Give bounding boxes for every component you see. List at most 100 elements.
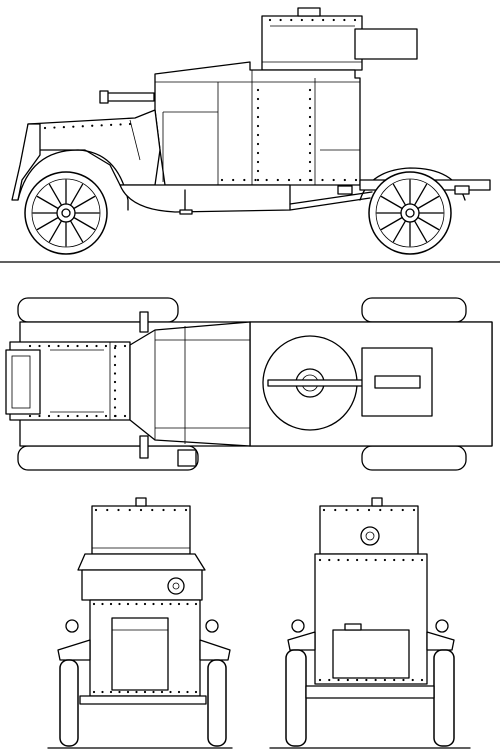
wheel-spoke bbox=[73, 216, 96, 231]
rivet bbox=[367, 508, 371, 512]
rivet bbox=[311, 18, 314, 22]
rear-left-lamp bbox=[291, 619, 305, 633]
rivet bbox=[220, 178, 224, 182]
rivet bbox=[169, 602, 172, 606]
rear-right-lamp bbox=[435, 619, 449, 633]
rivet bbox=[135, 602, 138, 606]
rivet bbox=[308, 124, 312, 128]
rivet bbox=[256, 97, 260, 101]
rivet bbox=[256, 124, 260, 128]
rivet bbox=[412, 508, 416, 512]
wheel-spoke bbox=[73, 195, 96, 210]
wheel-spoke bbox=[417, 195, 440, 210]
rivet bbox=[184, 508, 188, 512]
wheel-spoke bbox=[36, 195, 59, 210]
rivet bbox=[393, 678, 396, 682]
rivet bbox=[334, 508, 337, 512]
rivet bbox=[106, 508, 109, 512]
rivet bbox=[92, 690, 96, 694]
rivet bbox=[92, 602, 96, 606]
rivet bbox=[232, 178, 235, 182]
rivet bbox=[109, 602, 113, 606]
rivet bbox=[310, 178, 313, 182]
rivet bbox=[374, 558, 377, 562]
rivet bbox=[308, 115, 312, 119]
rivet bbox=[101, 690, 104, 694]
rivet bbox=[308, 106, 312, 110]
rivet bbox=[243, 178, 246, 182]
rear-left-wing bbox=[287, 631, 316, 651]
rivet bbox=[28, 344, 32, 348]
wheel-spoke bbox=[69, 183, 84, 206]
rivet bbox=[38, 344, 41, 348]
rivet bbox=[113, 363, 117, 367]
rivet bbox=[287, 178, 291, 182]
rivet bbox=[57, 414, 60, 418]
rivet bbox=[308, 169, 312, 173]
rear-door bbox=[332, 629, 410, 679]
rivet bbox=[28, 414, 32, 418]
radiator-top bbox=[5, 349, 41, 415]
rear-axle bbox=[305, 685, 435, 699]
rivet bbox=[365, 558, 368, 562]
rivet bbox=[332, 178, 335, 182]
running-board bbox=[119, 184, 291, 213]
turret-gun-mantlet bbox=[354, 28, 418, 60]
rivet bbox=[169, 690, 172, 694]
rivet bbox=[113, 380, 117, 384]
engine-bonnet bbox=[24, 109, 161, 186]
rivet bbox=[354, 178, 358, 182]
wheel-spoke bbox=[48, 220, 63, 243]
rivet bbox=[299, 178, 302, 182]
rivet bbox=[139, 508, 143, 512]
rivet bbox=[328, 678, 331, 682]
cab-top bbox=[129, 321, 251, 447]
rivet bbox=[53, 126, 56, 129]
rivet bbox=[411, 558, 414, 562]
rivet bbox=[128, 122, 132, 126]
rivet bbox=[126, 602, 130, 606]
left-headlamp bbox=[65, 619, 79, 633]
rivet bbox=[123, 414, 127, 418]
rivet bbox=[95, 344, 98, 348]
spare-box bbox=[177, 449, 197, 467]
front-wheel bbox=[24, 171, 108, 255]
rivet bbox=[76, 344, 79, 348]
wheel-spoke bbox=[413, 183, 428, 206]
rivet bbox=[332, 18, 335, 22]
front-bumper bbox=[79, 695, 207, 705]
rivet bbox=[308, 142, 312, 146]
rivet bbox=[101, 602, 104, 606]
right-headlamp bbox=[205, 619, 219, 633]
front-roof bbox=[77, 553, 206, 571]
rivet bbox=[420, 558, 424, 562]
rear-view bbox=[269, 497, 471, 749]
rivet bbox=[152, 690, 155, 694]
rivet bbox=[143, 602, 147, 606]
rivet bbox=[94, 508, 98, 512]
rivet bbox=[104, 414, 108, 418]
rivet-dots bbox=[28, 18, 424, 694]
rivet bbox=[160, 602, 164, 606]
rivet bbox=[113, 389, 117, 392]
rivet bbox=[345, 508, 348, 512]
rivet bbox=[194, 690, 198, 694]
wheel-spoke bbox=[413, 220, 428, 243]
rivet bbox=[177, 690, 181, 694]
rivet bbox=[322, 18, 325, 22]
wheel-spoke bbox=[380, 216, 403, 231]
rivet bbox=[379, 508, 382, 512]
rear-right-wing bbox=[426, 631, 455, 651]
rivet bbox=[194, 602, 198, 606]
rivet bbox=[177, 602, 181, 606]
rivet bbox=[337, 558, 340, 562]
rear-right-mudguard bbox=[361, 445, 467, 471]
rivet bbox=[186, 602, 189, 606]
wheel-spoke bbox=[36, 216, 59, 231]
rivet bbox=[113, 406, 117, 409]
rivet bbox=[343, 18, 346, 22]
rivet bbox=[322, 508, 326, 512]
wheel-spoke bbox=[392, 220, 407, 243]
rivet bbox=[337, 678, 340, 682]
